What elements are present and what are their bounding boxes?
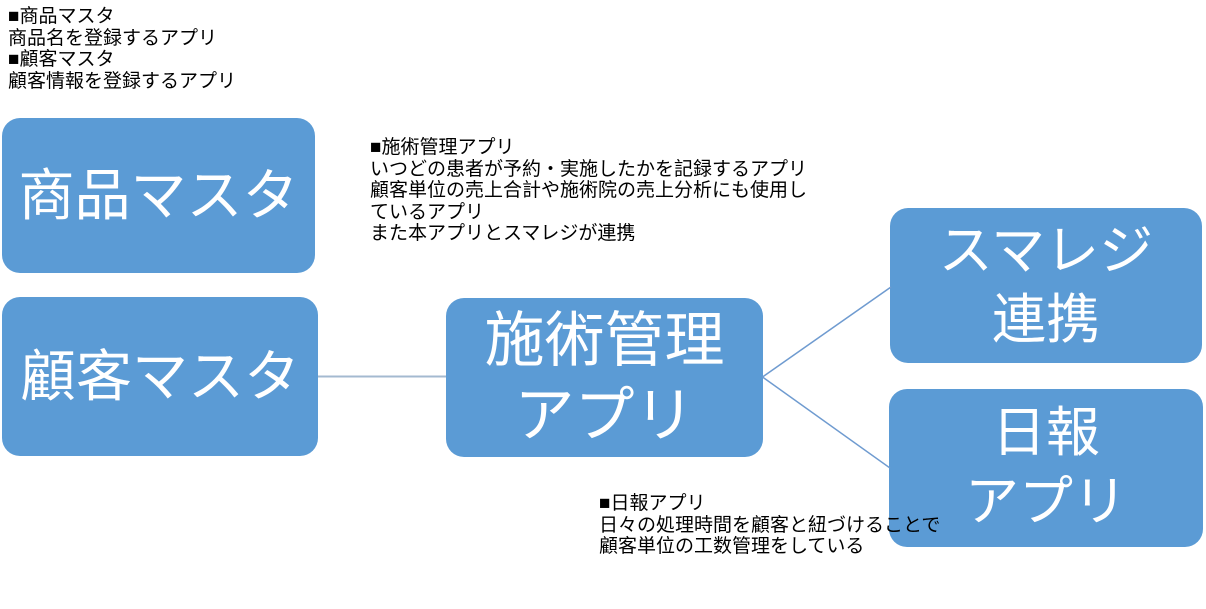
node-product-master: 商品マスタ — [2, 118, 315, 273]
node-customer-master: 顧客マスタ — [2, 297, 318, 456]
note-nippo: ■日報アプリ 日々の処理時間を顧客と紐づけることで 顧客単位の工数管理をしている — [599, 493, 940, 558]
note-line: 顧客単位の工数管理をしている — [599, 536, 865, 558]
node-treatment-app: 施術管理 アプリ — [446, 298, 763, 457]
note-treatment: ■施術管理アプリ いつどの患者が予約・実施したかを記録するアプリ 顧客単位の売上… — [370, 137, 807, 245]
note-line: ているアプリ — [370, 201, 485, 223]
note-line: 顧客単位の売上合計や施術院の売上分析にも使用し — [370, 180, 808, 202]
note-masters: ■商品マスタ 商品名を登録するアプリ ■顧客マスタ 顧客情報を登録するアプリ — [8, 6, 236, 92]
node-treatment-app-label: 施術管理 アプリ — [484, 306, 725, 449]
node-smaregi-link: スマレジ 連携 — [890, 208, 1202, 363]
note-line: ■施術管理アプリ — [370, 137, 515, 158]
note-line: ■日報アプリ — [599, 493, 706, 514]
connector-treatment-to-smaregi — [762, 286, 892, 378]
note-line: 顧客情報を登録するアプリ — [8, 70, 237, 92]
node-product-master-label: 商品マスタ — [18, 163, 299, 227]
node-smaregi-link-label: スマレジ 連携 — [938, 220, 1154, 350]
note-line: また本アプリとスマレジが連携 — [370, 223, 636, 245]
node-nippo-app-label: 日報 アプリ — [965, 403, 1127, 532]
connector-treatment-to-nippo — [762, 376, 891, 469]
note-line: いつどの患者が予約・実施したかを記録するアプリ — [370, 158, 808, 180]
note-line: ■商品マスタ — [8, 6, 115, 27]
note-line: 日々の処理時間を顧客と紐づけることで — [599, 514, 941, 536]
node-nippo-app: 日報 アプリ — [889, 389, 1203, 547]
note-line: 商品名を登録するアプリ — [8, 27, 218, 49]
note-line: ■顧客マスタ — [8, 49, 115, 71]
node-customer-master-label: 顧客マスタ — [20, 344, 300, 408]
